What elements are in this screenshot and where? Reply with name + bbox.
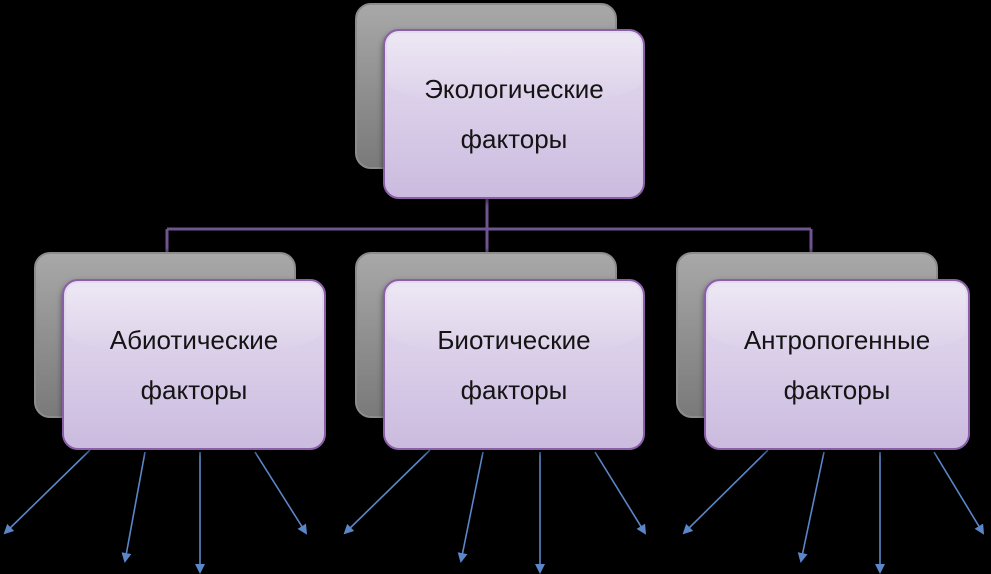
abiotic-node-card: Абиотические факторы [62, 279, 326, 450]
root-node-title-line1: Экологические [424, 74, 604, 104]
arrow-anthropogenic-2 [797, 451, 825, 563]
anthropogenic-node-title-line2: факторы [783, 374, 891, 405]
biotic-node-title-line1: Биотические [437, 324, 591, 355]
anthropogenic-node-card: Антропогенные факторы [704, 279, 970, 450]
root-node-card: Экологические факторы [383, 29, 645, 199]
abiotic-node-title-line2: факторы [140, 374, 248, 405]
arrow-abiotic-1 [3, 449, 91, 535]
root-node-title-line2: факторы [460, 124, 568, 154]
arrow-anthropogenic-4 [933, 451, 985, 535]
arrow-biotic-1 [343, 449, 431, 535]
arrow-biotic-2 [457, 451, 484, 563]
biotic-node-title-line2: факторы [460, 374, 568, 405]
arrow-anthropogenic-1 [682, 449, 769, 535]
biotic-node-card: Биотические факторы [383, 279, 645, 450]
abiotic-node-title-line1: Абиотические [109, 324, 279, 355]
arrow-abiotic-2 [121, 451, 146, 563]
arrow-biotic-4 [594, 451, 647, 535]
anthropogenic-node-title-line1: Антропогенные [743, 324, 931, 355]
arrow-abiotic-4 [254, 451, 308, 535]
